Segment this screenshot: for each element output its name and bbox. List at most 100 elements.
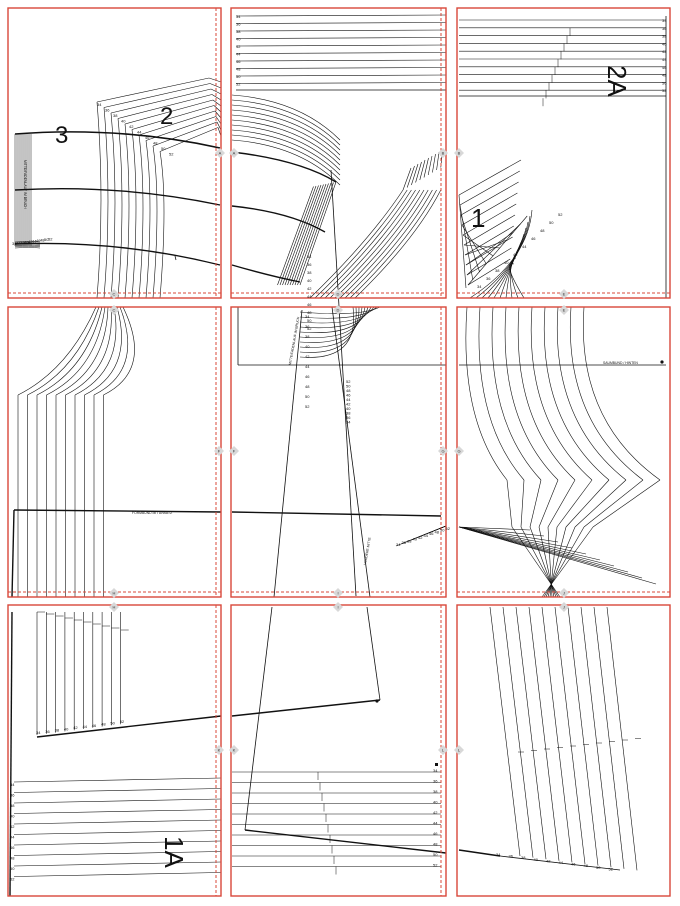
- sizes-tile1-center-40: 40: [24, 240, 29, 245]
- sizes-tile7-hem-42: 42: [73, 725, 78, 730]
- marker-j-label: J: [563, 591, 565, 596]
- marker-f: F: [229, 446, 239, 456]
- marker-i: I: [333, 588, 343, 598]
- piece3-center-fan-4: [14, 246, 41, 248]
- tile5-curve-9: [299, 306, 355, 358]
- tile2-crotch-1: [314, 189, 408, 299]
- sizes-tile7-hem-40: 40: [64, 726, 69, 731]
- sizes-tile2-left-38: 38: [236, 29, 241, 34]
- sizes-tile1-center-44: 44: [32, 239, 37, 244]
- tile2-crotch-top-8: [436, 151, 440, 171]
- tile4-left-edge: [11, 509, 15, 598]
- tile6-seam-5: [556, 479, 593, 528]
- piece2-top-9: [159, 127, 219, 152]
- tile2-crotch-top-6: [427, 155, 433, 176]
- waistband-text-tile4: FORMBUND MIT ANSATZ: [132, 511, 172, 515]
- sizes-tile7-left-44: 44: [10, 835, 15, 840]
- sizes-tile9-hem-46: 46: [571, 862, 576, 867]
- tile9-leg-9: [606, 606, 638, 871]
- piece2-top-edge-5: [213, 105, 222, 113]
- tile2-waist-curve-a: [231, 151, 337, 183]
- sizes-tile7-left-34: 34: [10, 782, 15, 787]
- tile6-dart-fan-6: [458, 526, 615, 567]
- tile-8-border: [230, 604, 447, 897]
- sizes-tile8-right-44: 44: [433, 821, 438, 826]
- piece1a-band-line-7: [13, 851, 222, 856]
- tile5-curve-0: [299, 306, 381, 314]
- sizes-tile5-top-38: 38: [305, 334, 310, 339]
- sizes-tile9-hem-44: 44: [559, 860, 564, 865]
- sizes-tile7-left-42: 42: [10, 824, 15, 829]
- sizes-tile1-waist-50: 50: [161, 146, 166, 151]
- tile2-crotch-5: [334, 189, 425, 299]
- sizes-tile5-top-42: 42: [305, 354, 310, 359]
- tile4-curve-5: [65, 306, 112, 396]
- tile4-curve-1: [27, 306, 100, 396]
- tile5-curve-5: [299, 306, 366, 338]
- piece2-side-5: [131, 129, 137, 299]
- sizes-tile7-left-36: 36: [10, 793, 15, 798]
- sizes-tile2-left-48: 48: [236, 67, 241, 72]
- piece3-waist-line: [14, 131, 221, 149]
- tile2-crotch-9: [354, 189, 442, 299]
- tile2-crotch-top-0: [402, 167, 412, 191]
- piece1-top-1: [459, 170, 520, 206]
- tile6-down-0: [511, 526, 561, 598]
- marker-g: G: [454, 446, 464, 456]
- tile4-curve-9: [103, 306, 135, 396]
- tile2-crotch-top-4: [419, 159, 426, 181]
- tile2-crotch-6: [339, 189, 429, 299]
- marker-h: H: [109, 588, 119, 598]
- sizes-tile6-dart-48: 48: [435, 529, 440, 534]
- marker-g: G: [438, 446, 448, 456]
- tile2-crotch-top-7: [432, 153, 436, 173]
- tile-2-border: [230, 7, 447, 299]
- sizes-tile7-hem-52: 52: [120, 719, 125, 724]
- sizes-tile2-curve-36: 36: [307, 262, 312, 267]
- tile2-band-line-1: [235, 22, 447, 24]
- tile4-curve-3: [46, 306, 106, 396]
- tile2-crotch-top-1: [406, 165, 415, 188]
- marker-k-label: K: [233, 748, 236, 753]
- piece1a-band-line-6: [13, 840, 222, 846]
- sizes-tile6-dart-40: 40: [413, 537, 418, 542]
- sizes-tile1-center-52: 52: [48, 237, 53, 242]
- marker-l-diamond: [438, 745, 448, 755]
- marker-i-diamond: [333, 602, 343, 612]
- tile-1-border: [7, 7, 222, 299]
- sizes-tile2-curve-44: 44: [307, 294, 312, 299]
- marker-k-label: K: [218, 748, 221, 753]
- marker-g-diamond: [438, 446, 448, 456]
- piece2-top-edge-4: [212, 99, 222, 107]
- piece1-top-4: [462, 203, 517, 236]
- tile2-piece-side-6: [284, 184, 322, 286]
- tile2-curve-3: [231, 109, 341, 156]
- tile6-curve-8: [570, 306, 644, 481]
- tile5-curve-6: [299, 306, 363, 343]
- sizes-tile3-piece1-38: 38: [495, 268, 500, 273]
- tile7-hem-line: [36, 715, 222, 738]
- sizes-tile8-right-38: 38: [433, 789, 438, 794]
- tile6-dart-fan-0: [458, 526, 531, 531]
- sizes-tile7-left-40: 40: [10, 814, 15, 819]
- sizes-tile9-hem-38: 38: [521, 855, 526, 860]
- tile6-curve-0: [465, 306, 508, 481]
- tile6-dart-fan-4: [458, 526, 587, 555]
- tile2-band-line-6: [235, 59, 447, 62]
- sizes-tile5-top-34: 34: [305, 314, 310, 319]
- piece2-top-0: [96, 77, 210, 103]
- marker-l: L: [438, 745, 448, 755]
- tile2-crotch-4: [329, 189, 421, 299]
- sizes-tile6-dart-52: 52: [446, 526, 451, 531]
- marker-a-label: A: [233, 151, 236, 156]
- marker-f-label: F: [233, 449, 236, 454]
- marker-g-diamond: [454, 446, 464, 456]
- piece1-diag-4: [462, 234, 494, 257]
- piece-label-1: 1: [471, 203, 485, 233]
- sizes-tile7-left-48: 48: [10, 856, 15, 861]
